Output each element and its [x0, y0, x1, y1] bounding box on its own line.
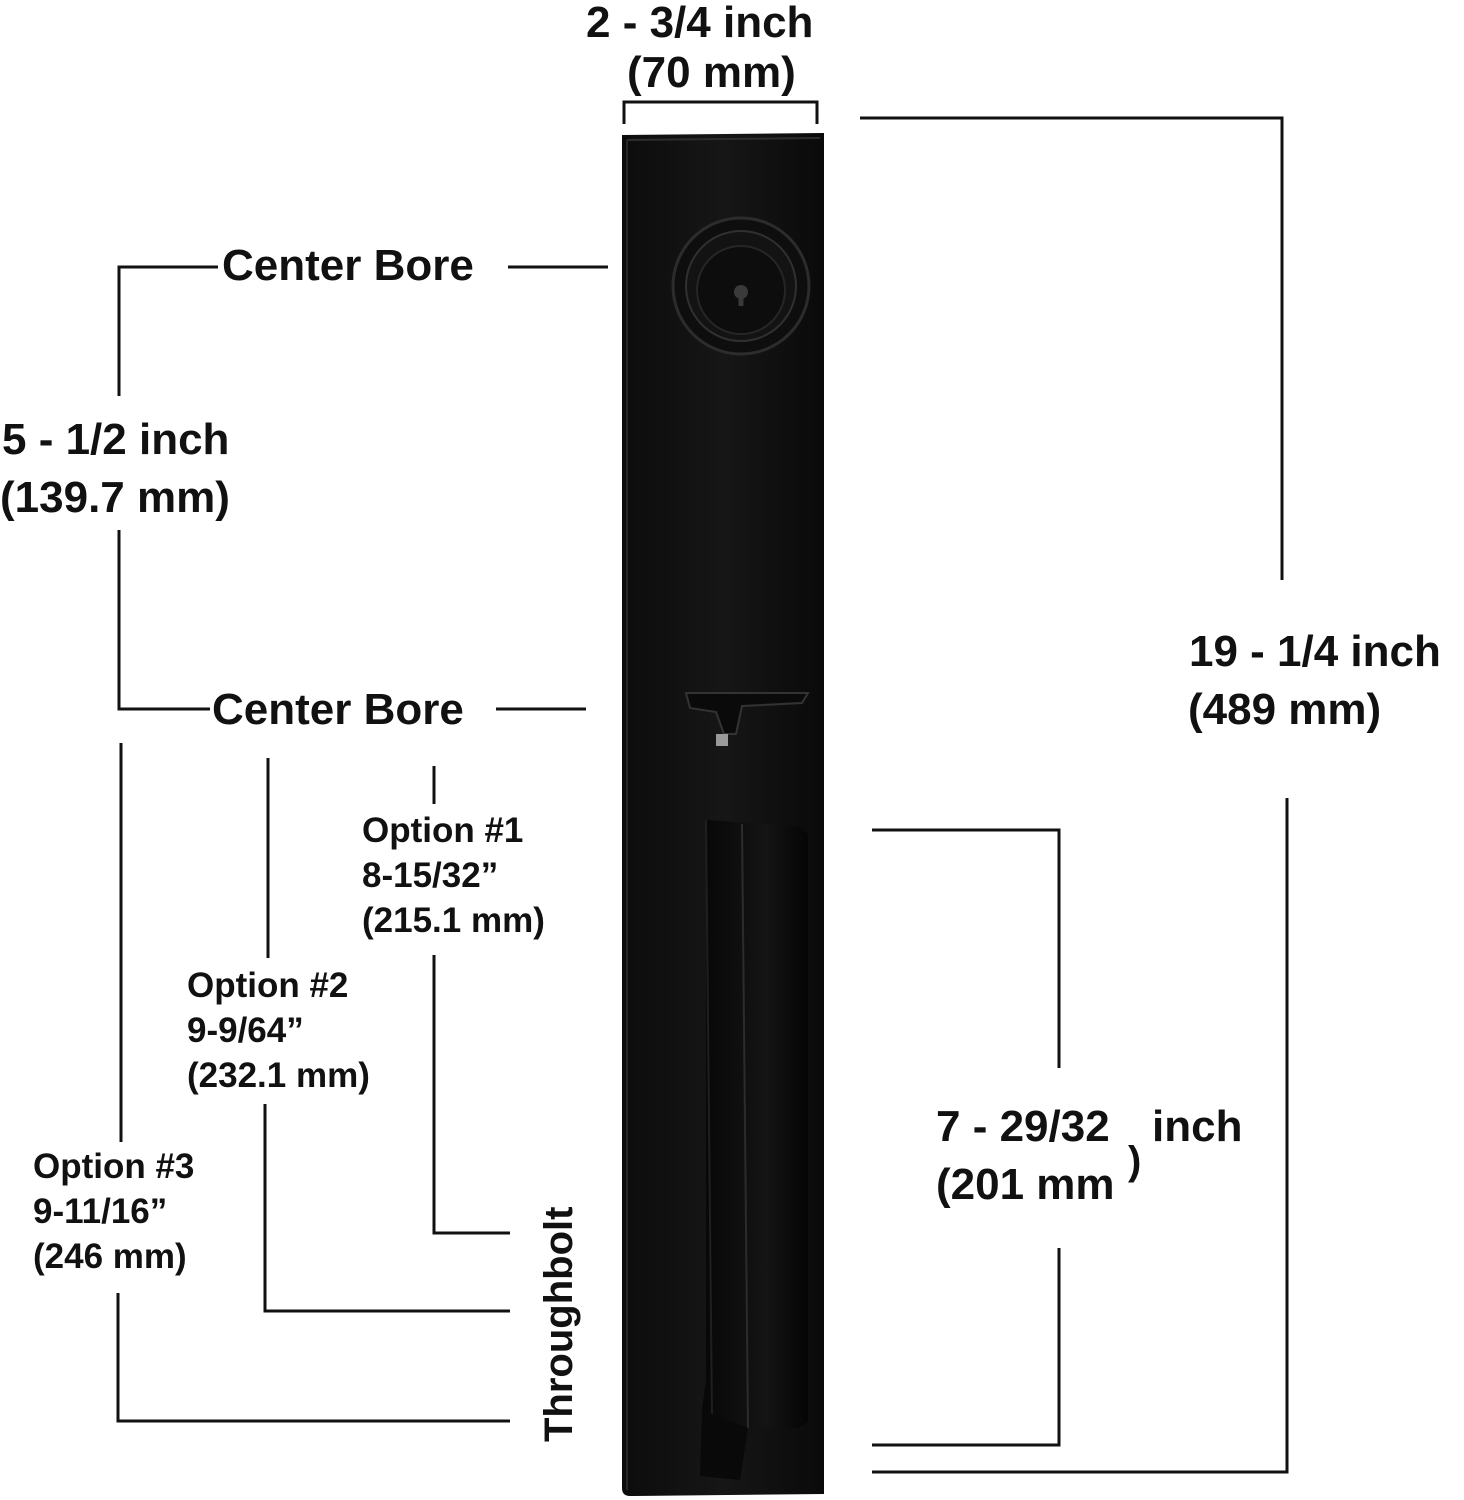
- handle-length-bracket-top: [872, 828, 1061, 1068]
- width-bracket: [622, 100, 819, 124]
- total-height-mm-label: (489 mm): [1188, 685, 1382, 734]
- bore-spacing-mm-label: (139.7 mm): [0, 473, 230, 522]
- option2-title: Option #2: [187, 966, 349, 1005]
- handle-length-bracket-bottom: [872, 1248, 1061, 1447]
- total-height-inch-label: 19 - 1/4 inch: [1189, 627, 1441, 676]
- option3-inch: 9-11/16”: [33, 1192, 168, 1231]
- option3-mm: (246 mm): [33, 1237, 187, 1276]
- throughbolt-label: Throughbolt: [537, 1206, 581, 1442]
- bore-spacing-bracket-bottom: [117, 530, 210, 711]
- total-height-bracket-bottom: [872, 798, 1289, 1474]
- option1-mm: (215.1 mm): [362, 901, 545, 940]
- center-bore-lower-label: Center Bore: [212, 685, 464, 734]
- option1-leader-bottom: [432, 955, 510, 1235]
- option1-inch: 8-15/32”: [362, 856, 499, 895]
- handle-length-inch-unit: inch: [1152, 1102, 1243, 1151]
- grip-handle: [700, 819, 808, 1480]
- option2-mm: (232.1 mm): [187, 1056, 370, 1095]
- option1-title: Option #1: [362, 811, 524, 850]
- bore-spacing-bracket-top: [117, 265, 218, 396]
- option2-inch: 9-9/64”: [187, 1011, 304, 1050]
- top-width-inch-label: 2 - 3/4 inch: [586, 0, 814, 47]
- top-width-mm-label: (70 mm): [627, 48, 796, 97]
- handle-length-inch-value: 7 - 29/32: [936, 1102, 1110, 1151]
- handle-length-paren: ): [1128, 1139, 1142, 1183]
- option3-leader-bottom: [116, 1293, 510, 1423]
- option2-leader-bottom: [263, 1104, 510, 1313]
- thumb-latch: [684, 692, 810, 746]
- handle-length-mm-label: (201 mm: [936, 1160, 1115, 1209]
- bore-spacing-inch-label: 5 - 1/2 inch: [2, 415, 230, 464]
- total-height-bracket-top: [860, 116, 1284, 580]
- option3-title: Option #3: [33, 1147, 195, 1186]
- keyhole-icon: [734, 285, 748, 306]
- center-bore-upper-label: Center Bore: [222, 241, 474, 290]
- deadbolt-cylinder: [671, 216, 811, 356]
